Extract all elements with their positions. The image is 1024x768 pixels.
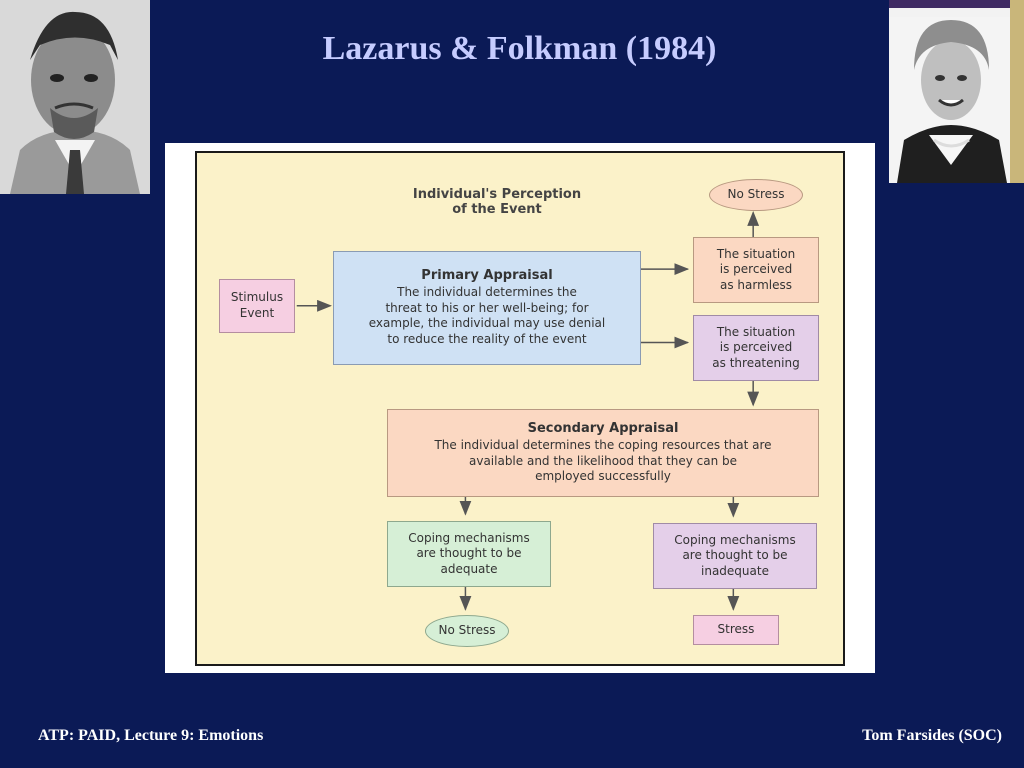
no-stress-oval-top: No Stress [709,179,803,211]
inadequate-box: Coping mechanisms are thought to be inad… [653,523,817,589]
diagram-heading: Individual's Perception of the Event [412,187,582,217]
portrait-photo-right [889,0,1024,183]
slide-title: Lazarus & Folkman (1984) [322,30,717,67]
harmless-box: The situation is perceived as harmless [693,237,819,303]
flowchart: Individual's Perception of the Event Sti… [195,151,845,666]
footer-right-text: Tom Farsides (SOC) [862,727,1002,744]
secondary-appraisal-box: Secondary Appraisal The individual deter… [387,409,819,497]
portrait-photo-left [0,0,150,194]
stress-box: Stress [693,615,779,645]
threatening-box: The situation is perceived as threatenin… [693,315,819,381]
adequate-box: Coping mechanisms are thought to be adeq… [387,521,551,587]
woman-portrait-icon [889,0,1024,183]
figure-frame: Individual's Perception of the Event Sti… [165,143,875,673]
footer-left-text: ATP: PAID, Lecture 9: Emotions [38,727,264,744]
primary-appraisal-box: Primary Appraisal The individual determi… [333,251,641,365]
man-portrait-icon [0,0,150,194]
stimulus-event-box: Stimulus Event [219,279,295,333]
no-stress-oval-bottom: No Stress [425,615,509,647]
